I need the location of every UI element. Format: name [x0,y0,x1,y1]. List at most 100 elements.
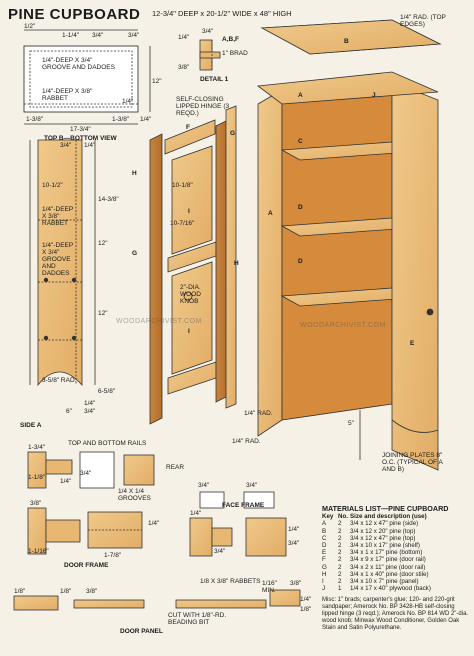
part-letter: H [234,260,239,267]
materials-qty: 2 [338,563,342,571]
materials-title: MATERIALS LIST—PINE CUPBOARD [322,504,449,513]
exploded-dim: 10-1/8" [172,182,193,189]
side-a-drawing [29,139,96,387]
door-frame-note: REAR [166,464,185,471]
materials-desc: 3/4 x 9 x 17" pine (door rail) [350,556,426,564]
top-view-note: 1/4"-DEEP X 3/8" RABBET [42,88,93,102]
door-frame-dim: 3/8" [30,500,42,507]
materials-qty: 2 [338,534,342,542]
part-letter: A [298,92,303,99]
door-panel-drawing [13,589,301,611]
door-panel-note: CUT WITH 1/8"-RD. BEADING BIT [168,612,227,626]
materials-header-row: Key No. Size and description (use) [322,513,470,520]
materials-desc: 3/4 x 10 x 7" pine (panel) [350,578,419,586]
materials-desc: 3/4 x 1 x 40" pine (door stile) [350,570,429,578]
door-panel-caption: DOOR PANEL [120,628,163,635]
materials-qty: 2 [338,570,342,578]
detail1-dim: 1/4" [178,34,190,41]
side-view-dim: 3/4" [60,142,72,149]
side-view-caption: SIDE A [20,422,42,429]
materials-row: H 2 3/4 x 1 x 40" pine (door stile) [322,571,470,578]
materials-key: I [322,578,324,586]
top-view-dim: 1/4" [122,98,134,105]
materials-qty: 2 [338,520,342,528]
side-view-dim: 12" [98,240,108,247]
materials-key: E [322,549,327,557]
exploded-dim: 10-7/16" [170,220,195,227]
part-letter: I [188,328,190,335]
door-panel-dim: 3/8" [290,580,302,587]
materials-qty: 2 [338,527,342,535]
side-view-dim: 1/4" [84,142,96,149]
radius-note: 1/4" RAD. [232,438,261,445]
face-frame-dim: 3/4" [288,540,300,547]
detail1-drawing [199,39,221,71]
materials-desc: 3/4 x 10 x 17" pine (shelf) [350,542,420,550]
door-frame-dim: 1/4" [60,478,72,485]
materials-row: I 2 3/4 x 10 x 7" pine (panel) [322,578,470,585]
door-panel-note: 1/16" MIN. [262,580,277,594]
part-letter: D [298,258,303,265]
face-frame-drawing [189,491,287,557]
page-title: PINE CUPBOARD [8,6,141,23]
top-view-dim: 1-1/4" [62,32,80,39]
top-view-dim: 1-3/8" [26,116,44,123]
materials-key: A [322,520,327,528]
detail1-note: A,B,F [222,36,239,43]
materials-key: H [322,570,327,578]
materials-key: D [322,542,327,550]
door-panel-dim: 1/8" [60,588,72,595]
materials-desc: 3/4 x 12 x 20" pine (top) [350,527,416,535]
materials-header-no: No. [338,513,348,521]
door-panel-dim: 3/8" [86,588,98,595]
materials-header-size: Size and description (use) [350,513,427,521]
door-frame-dim: 1/4" [148,520,160,527]
side-view-dim: 3/4" [84,408,96,415]
materials-key: G [322,563,327,571]
materials-qty: 2 [338,578,342,586]
detail1-dim: 3/8" [178,64,190,71]
face-frame-dim: 3/4" [246,482,258,489]
materials-desc: 1/4 x 17 x 40" plywood (back) [350,585,431,593]
page-subtitle: 12-3/4" DEEP x 20-1/2" WIDE x 48" HIGH [152,9,292,18]
top-view-dim: 1/4" [140,116,152,123]
materials-desc: 3/4 x 12 x 47" pine (side) [350,520,419,528]
exploded-door-drawing [149,105,237,425]
top-view-dim: 17-3/4" [70,126,91,133]
part-letter: H [132,170,137,177]
door-panel-note: 1/8 X 3/8" RABBETS [200,578,261,585]
top-view-dim: 12" [152,78,162,85]
side-view-dim: 6-5/8" [98,388,116,395]
materials-key: J [322,585,326,593]
materials-row: F 2 3/4 x 9 x 17" pine (door rail) [322,556,470,563]
materials-header-key: Key [322,513,334,521]
part-letter: A [268,210,273,217]
side-view-dim: 10-1/2" [42,182,63,189]
watermark: WOODARCHIVIST.COM [300,322,386,329]
door-frame-dim: 3/4" [80,470,92,477]
side-view-note: 1/4"-DEEP X 3/8" RABBET [42,206,74,227]
top-view-dim: 1/2" [24,23,36,30]
materials-list: MATERIALS LIST—PINE CUPBOARD Key No. Siz… [322,505,470,592]
materials-qty: 2 [338,556,342,564]
door-panel-dim: 1/8" [14,588,26,595]
materials-key: F [322,556,326,564]
materials-qty: 1 [338,585,342,593]
top-view-caption: TOP B—BOTTOM VIEW [44,135,117,142]
part-letter: G [132,250,138,257]
part-letter: C [298,138,303,145]
joining-plates-note: JOINING PLATES 8" O.C. (TYPICAL OF A AND… [382,452,443,473]
materials-misc: Misc: 1" brads; carpenter's glue; 120- a… [322,597,469,631]
top-view-drawing [23,29,151,125]
door-frame-dim: 1-1/8" [28,474,46,481]
cabinet-drawing [256,19,442,471]
door-panel-dim: 1/4" [300,596,312,603]
top-edges-note: 1/4" RAD. (TOP EDGES) [400,14,446,28]
door-frame-dim: 1-3/4" [28,444,46,451]
materials-row: J 1 1/4 x 17 x 40" plywood (back) [322,585,470,592]
part-letter: F [186,124,190,131]
